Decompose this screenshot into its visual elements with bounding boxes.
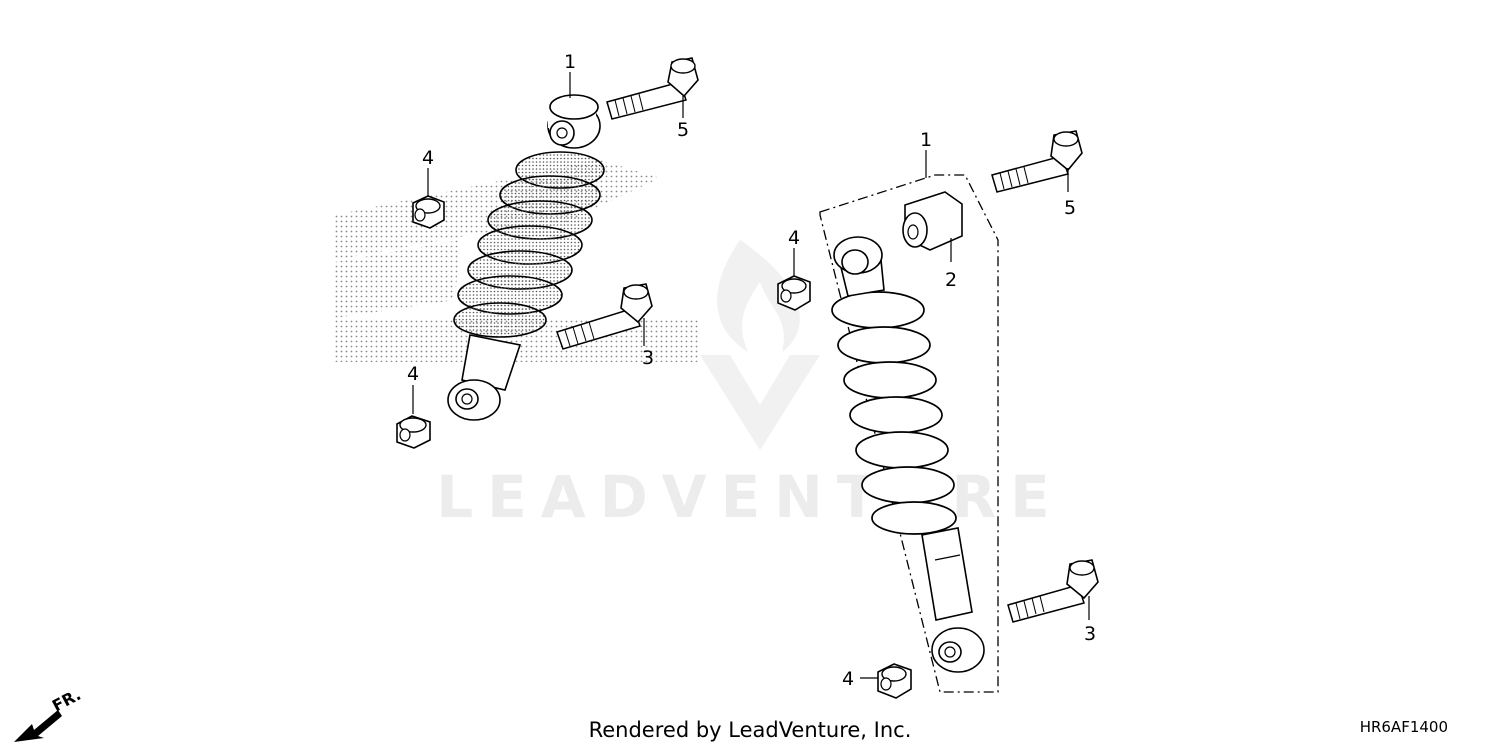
right-upper-bolt[interactable] (991, 130, 1083, 193)
left-lower-bolt[interactable] (556, 283, 653, 350)
diagram-code: HR6AF1400 (1359, 718, 1448, 736)
right-upper-nut[interactable] (777, 275, 811, 311)
front-arrow-icon: FR. (10, 685, 110, 753)
footer-credit: Rendered by LeadVenture, Inc. (588, 718, 912, 742)
assembly-outline (819, 174, 999, 693)
right-lower-bolt[interactable] (1007, 559, 1099, 623)
callout-left-lower-bolt: 3 (642, 347, 654, 369)
callout-left-shock-absorber: 1 (564, 51, 576, 73)
callout-left-upper-bolt: 5 (677, 119, 689, 141)
callout-left-lower-nut: 4 (407, 363, 419, 385)
left-upper-bolt[interactable] (606, 57, 699, 120)
watermark-text: LEADVENTURE (436, 463, 1064, 531)
callout-left-upper-nut: 4 (422, 147, 434, 169)
callout-right-lower-nut: 4 (842, 668, 854, 690)
left-leader-lines (412, 72, 684, 414)
callout-right-lower-bolt: 3 (1084, 623, 1096, 645)
callout-right-upper-bolt: 5 (1064, 197, 1076, 219)
left-upper-nut[interactable] (412, 195, 445, 229)
left-shock-absorber[interactable] (447, 94, 605, 421)
watermark-logo (700, 240, 820, 450)
right-bushing[interactable] (902, 191, 963, 251)
right-lower-nut[interactable] (877, 663, 912, 699)
right-leader-lines (793, 150, 1090, 679)
callout-right-bushing: 2 (945, 269, 957, 291)
callout-right-upper-nut: 4 (788, 227, 800, 249)
callout-right-shock-absorber: 1 (920, 129, 932, 151)
direction-label: FR. (49, 688, 84, 716)
callout-labels: 1 5 4 4 3 1 4 2 5 3 4 (407, 51, 1096, 690)
left-lower-nut[interactable] (396, 415, 431, 449)
right-shock-absorber[interactable] (831, 236, 985, 673)
